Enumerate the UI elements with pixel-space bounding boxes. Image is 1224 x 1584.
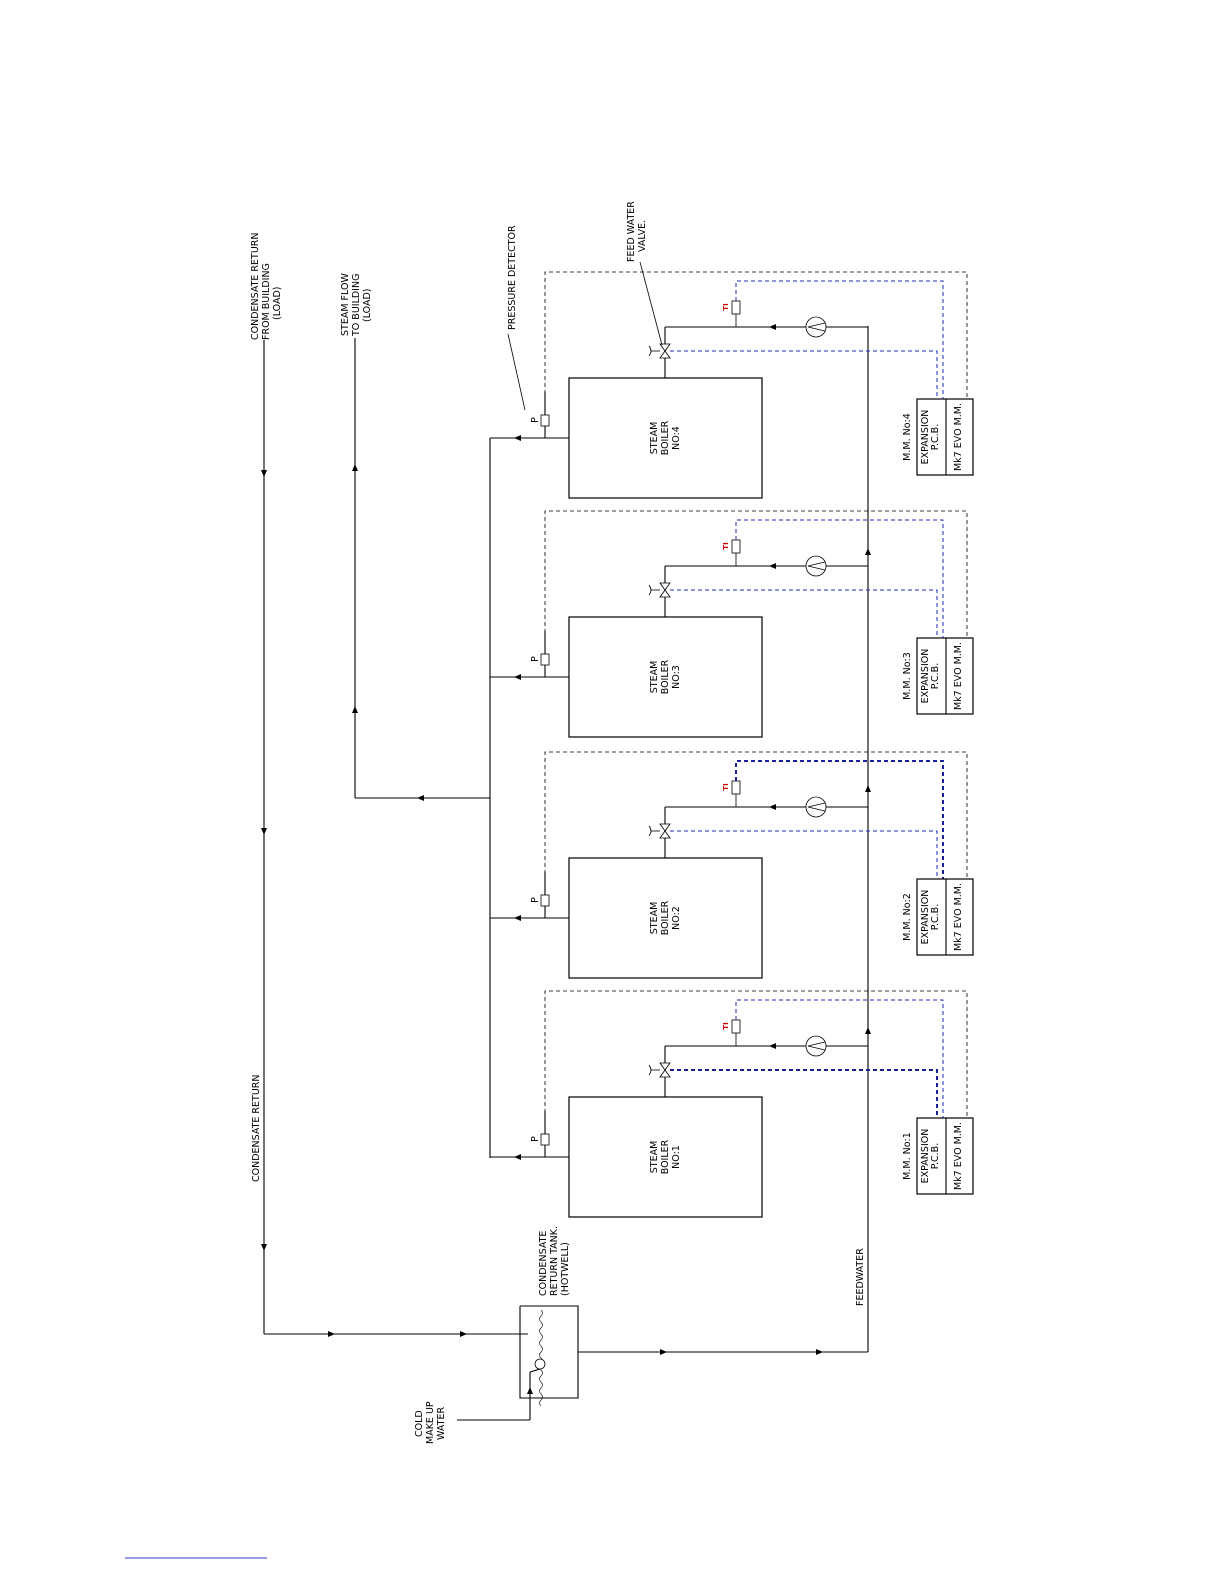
feedwater-line: FEEDWATER [578,326,871,1355]
feed-water-valve-icon [659,343,671,352]
expansion-label: EXPANSION [920,890,931,945]
mk7-label: Mk7 EVO M.M. [953,883,964,951]
boiler-label-line-2: BOILER [660,659,671,694]
expansion-label: EXPANSION [920,410,931,465]
temp-tag: TI [722,542,730,549]
mk7-label: Mk7 EVO M.M. [953,1122,964,1190]
boiler-label-line-3: NO:4 [671,426,682,450]
label-line-3: (LOAD) [272,287,283,321]
mm-controller-box [916,878,974,956]
pressure-tag: P [530,897,541,903]
expansion-label: EXPANSION [920,649,931,704]
label-line-1: CONDENSATE [538,1231,549,1296]
temperature-sensor-icon [731,300,741,315]
label-line-2: VALVE. [637,220,648,252]
pcb-label: P.C.B. [930,1143,941,1169]
label-line-3: (HOTWELL) [560,1242,571,1296]
temp-tag: TI [722,1022,730,1029]
label-line-1: FEED WATER [626,201,637,262]
temp-tag: TI [722,303,730,310]
feed-pump-icon [805,796,827,818]
boiler-label-line-2: BOILER [660,1139,671,1174]
feed-water-valve-icon [659,582,671,591]
mk7-label: Mk7 EVO M.M. [953,642,964,710]
feed-pump-icon [805,1035,827,1057]
mm-label: M.M. No:2 [902,893,913,941]
mm-controller-box [916,398,974,476]
feed-pump-icon [805,316,827,338]
steam-boiler [568,857,763,979]
pressure-detector-icon [540,414,550,427]
pcb-label: P.C.B. [930,663,941,689]
mm-label: M.M. No:1 [902,1132,913,1180]
label-line-1: STEAM FLOW [340,273,351,336]
boiler-label-line-1: STEAM [649,1141,660,1174]
cold-make-up-water-label: COLD MAKE UP WATER [414,1401,447,1444]
pressure-detector-icon [540,653,550,666]
boiler-label-line-1: STEAM [649,661,660,694]
pressure-tag: P [530,1136,541,1142]
label-line-1: COLD [414,1410,425,1437]
pressure-detector-icon [540,894,550,907]
temp-tag: TI [722,783,730,790]
condensate-return-line [261,340,528,1337]
feed-water-valve-icon [659,823,671,832]
steam-flow-line [352,338,490,801]
condensate-return-label: CONDENSATE RETURN [251,1074,262,1182]
label-line-1: CONDENSATE RETURN [250,232,261,340]
condensate-return-from-building-label: CONDENSATE RETURN FROM BUILDING (LOAD) [250,232,283,340]
label-line-2: MAKE UP [425,1401,436,1444]
pcb-label: P.C.B. [930,424,941,450]
feedwater-label: FEEDWATER [855,1248,866,1306]
pcb-label: P.C.B. [930,904,941,930]
label-line-2: FROM BUILDING [261,263,272,340]
feed-water-valve-callout: FEED WATER VALVE. [626,201,663,346]
mk7-label: Mk7 EVO M.M. [953,403,964,471]
boiler-label-line-2: BOILER [660,420,671,455]
temperature-sensor-icon [731,539,741,554]
pressure-tag: P [530,417,541,423]
steam-flow-label: STEAM FLOW TO BUILDING (LOAD) [340,273,373,337]
temperature-sensor-icon [731,780,741,795]
boiler-label-line-3: NO:3 [671,665,682,689]
temperature-sensor-icon [731,1019,741,1034]
feed-pump-icon [805,555,827,577]
tank-label: CONDENSATE RETURN TANK. (HOTWELL) [538,1226,571,1296]
mm-label: M.M. No:4 [902,413,913,461]
mm-controller-box [916,1117,974,1195]
boiler-label-line-1: STEAM [649,422,660,455]
label-line-2: RETURN TANK. [549,1226,560,1296]
label-line-3: (LOAD) [362,289,373,323]
label-line-2: TO BUILDING [351,274,362,337]
condensate-return-tank [457,1305,579,1421]
pressure-detector-callout: PRESSURE DETECTOR [507,225,526,411]
label-line-3: WATER [436,1407,447,1440]
pressure-detector-label: PRESSURE DETECTOR [507,225,518,330]
boiler-label-line-3: NO:2 [671,906,682,930]
pressure-tag: P [530,656,541,662]
pressure-detector-icon [540,1133,550,1146]
expansion-label: EXPANSION [920,1129,931,1184]
mm-controller-box [916,637,974,715]
boiler-label-line-3: NO:1 [671,1145,682,1169]
feed-water-valve-icon [659,1062,671,1071]
mm-label: M.M. No:3 [902,652,913,700]
boiler-label-line-2: BOILER [660,900,671,935]
boiler-label-line-1: STEAM [649,902,660,935]
